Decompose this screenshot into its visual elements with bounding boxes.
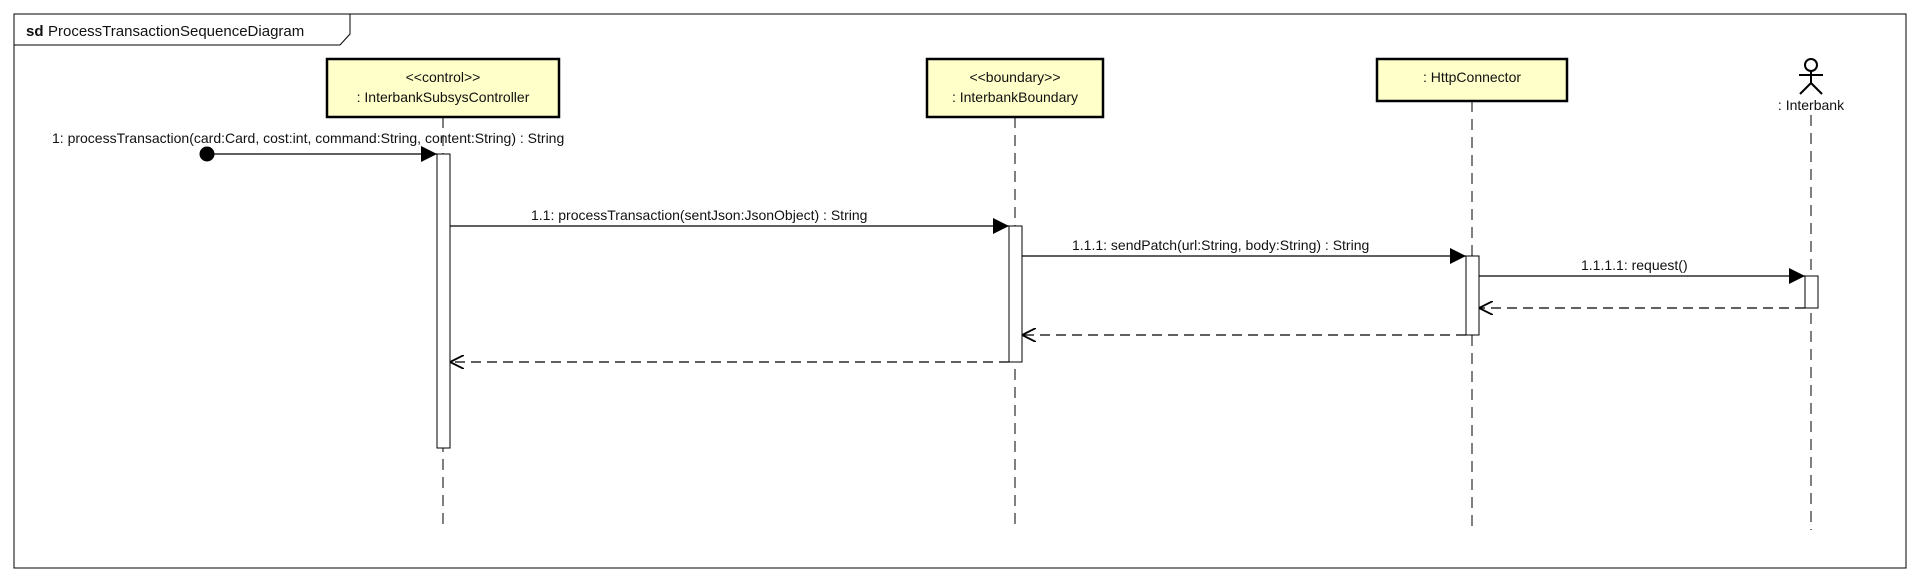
message-1-1-1-1[interactable]: 1.1.1.1: request() — [1479, 257, 1805, 284]
activation-boundary — [1008, 225, 1023, 363]
frame-keyword: sd — [26, 23, 44, 40]
message-1[interactable]: 1: processTransaction(card:Card, cost:in… — [52, 130, 564, 162]
message-1-1-label: 1.1: processTransaction(sentJson:JsonObj… — [531, 207, 867, 223]
activation-interbank — [1804, 275, 1819, 309]
activation-connector — [1465, 255, 1480, 336]
lifelines — [442, 101, 1812, 530]
message-1-1-1[interactable]: 1.1.1: sendPatch(url:String, body:String… — [1022, 237, 1466, 264]
message-1-label: 1: processTransaction(card:Card, cost:in… — [52, 130, 564, 146]
interbank-name: : Interbank — [1778, 97, 1845, 113]
controller-name: : InterbankSubsysController — [357, 89, 530, 105]
frame-title: ProcessTransactionSequenceDiagram — [48, 23, 304, 40]
connector-name: : HttpConnector — [1423, 69, 1521, 85]
boundary-stereotype: <<boundary>> — [969, 69, 1060, 85]
lifeline-box-controller[interactable]: <<control>> : InterbankSubsysController — [325, 57, 561, 119]
message-1-1-1-label: 1.1.1: sendPatch(url:String, body:String… — [1072, 237, 1369, 253]
activations — [436, 153, 1819, 449]
diagram-frame: sd ProcessTransactionSequenceDiagram — [13, 13, 1907, 569]
lifeline-box-connector[interactable]: : HttpConnector — [1375, 57, 1569, 103]
controller-stereotype: <<control>> — [406, 69, 481, 85]
message-1-1[interactable]: 1.1: processTransaction(sentJson:JsonObj… — [450, 207, 1009, 234]
boundary-name: : InterbankBoundary — [952, 89, 1078, 105]
message-1-1-1-1-label: 1.1.1.1: request() — [1581, 257, 1688, 273]
lifeline-actor-interbank[interactable]: : Interbank — [1778, 58, 1845, 113]
lifeline-box-boundary[interactable]: <<boundary>> : InterbankBoundary — [925, 57, 1105, 119]
actor-icon — [1799, 58, 1823, 95]
activation-controller — [436, 153, 451, 449]
